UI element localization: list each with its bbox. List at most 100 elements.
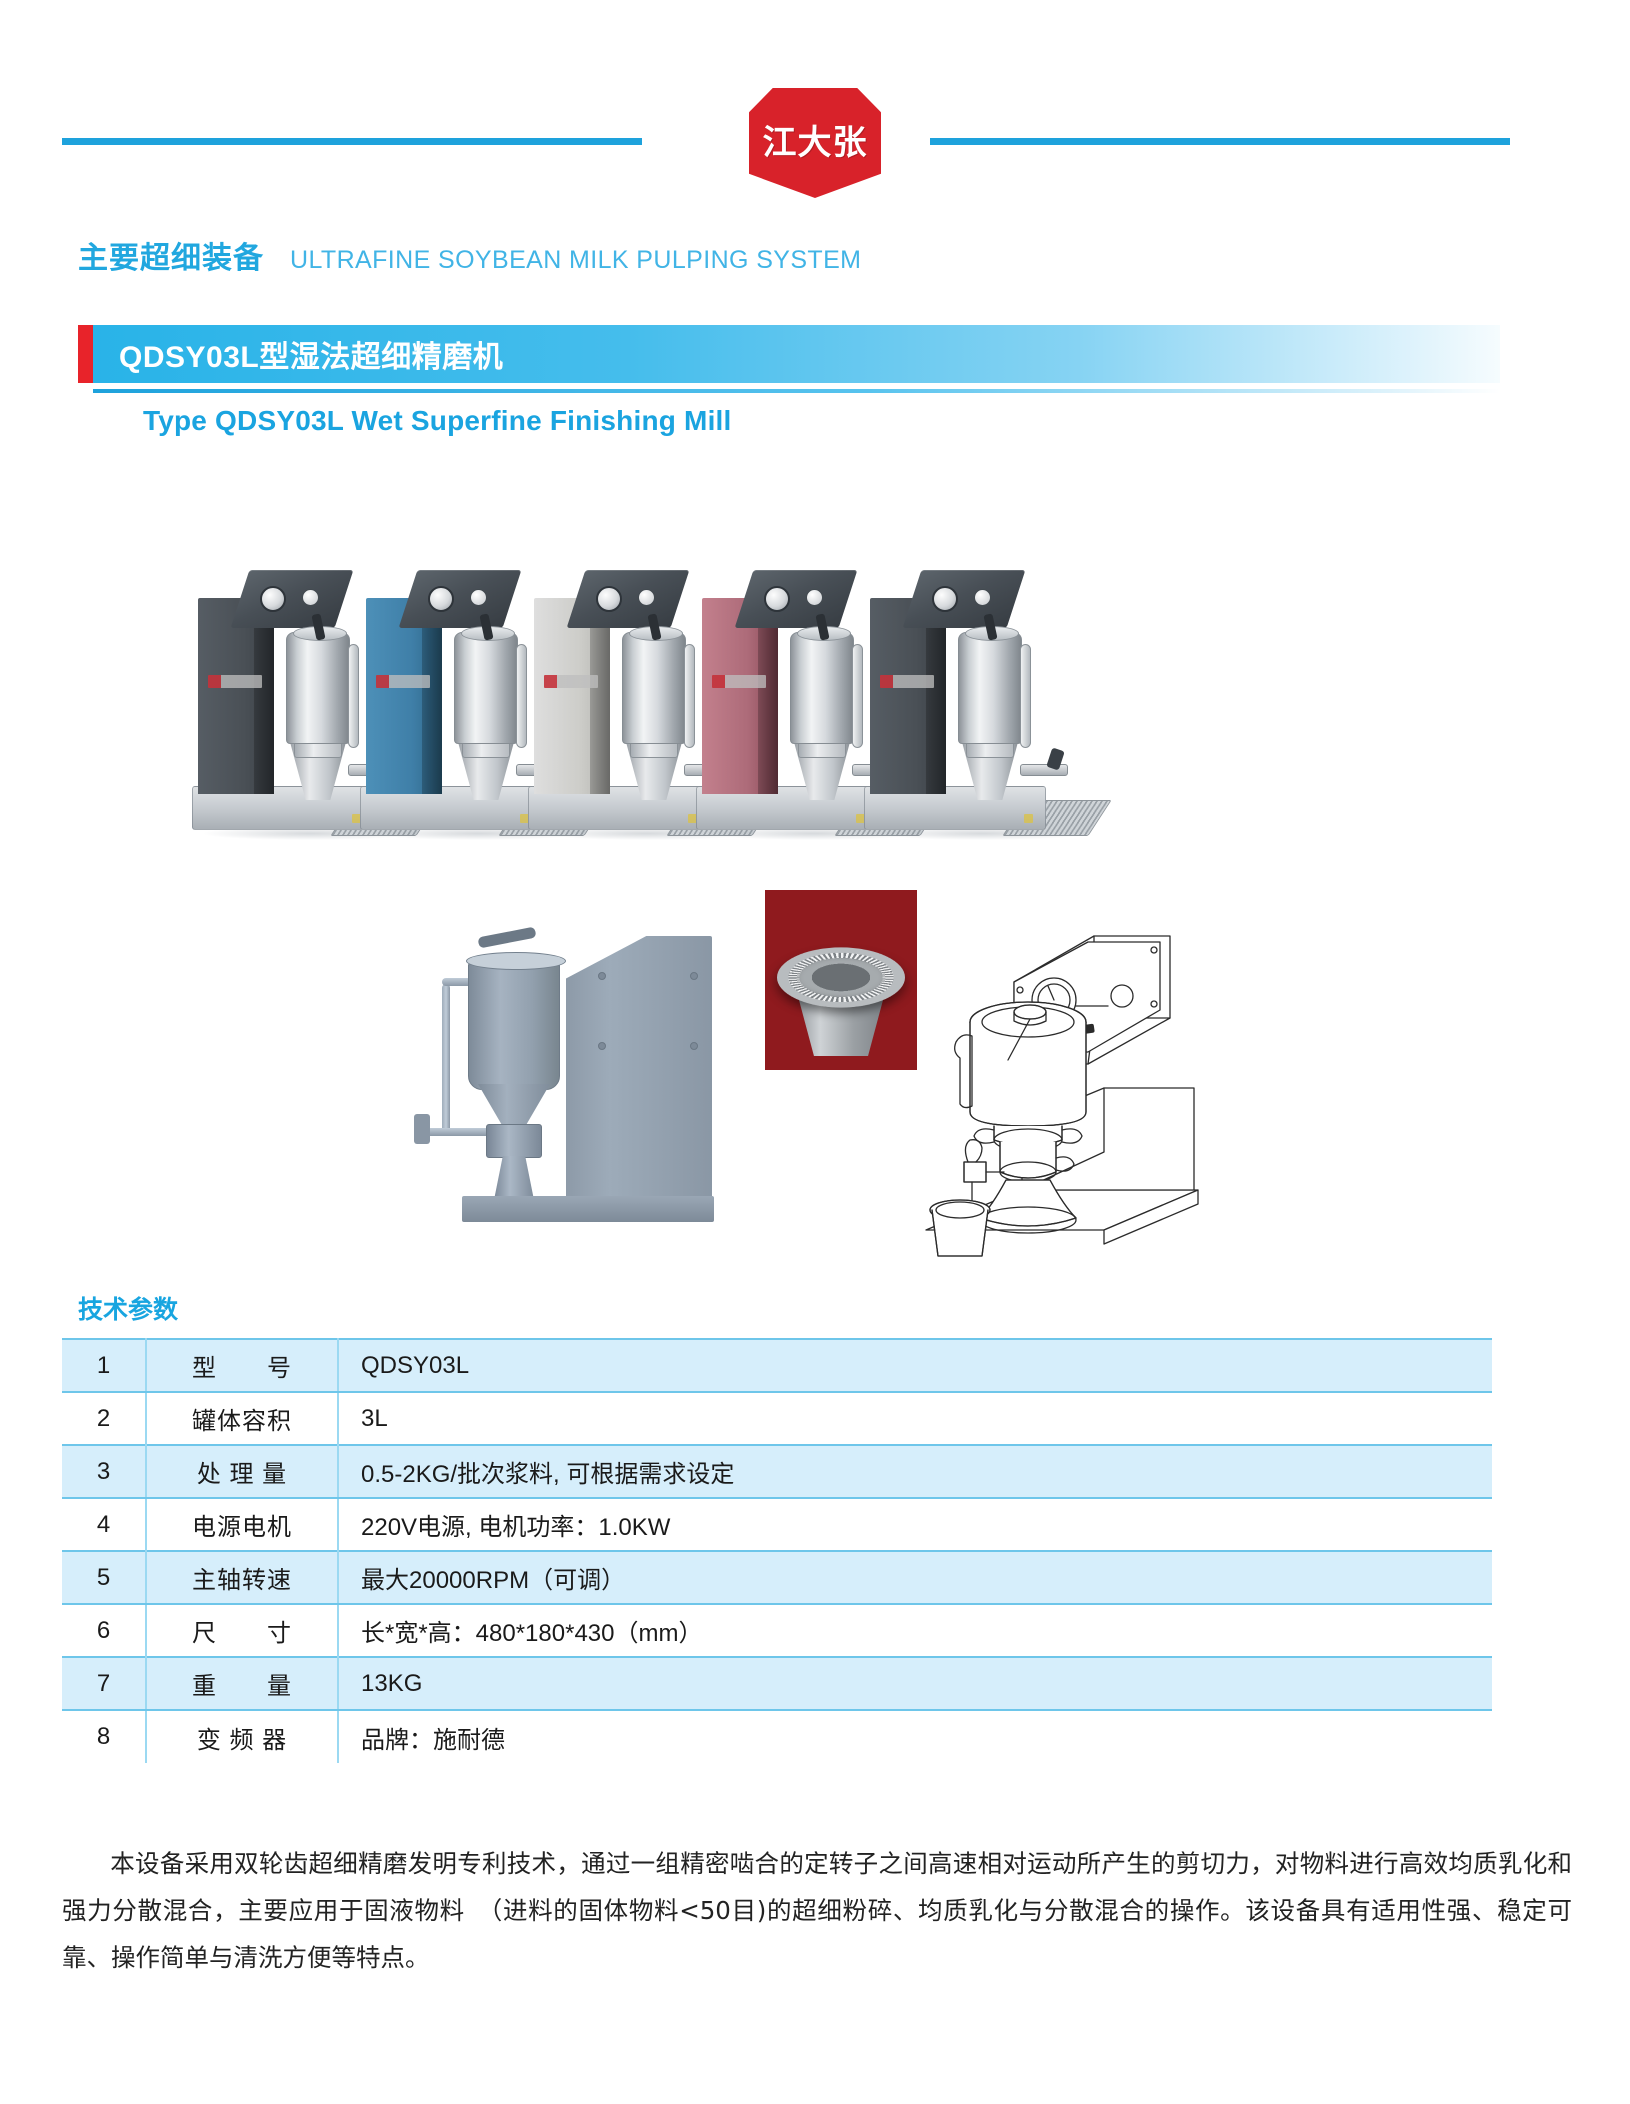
table-row: 7 重 量 13KG (62, 1656, 1492, 1711)
title-bar-body: QDSY03L型湿法超细精磨机 (93, 325, 1500, 383)
cad-screw (598, 972, 606, 980)
table-row: 2 罐体容积 3L (62, 1392, 1492, 1445)
speed-knob-icon (428, 586, 454, 612)
cad-cabinet (566, 936, 712, 1202)
mixing-vessel (622, 626, 686, 744)
table-row: 3 处 理 量 0.5-2KG/批次浆料, 可根据需求设定 (62, 1444, 1492, 1499)
table-row: 5 主轴转速 最大20000RPM（可调） (62, 1550, 1492, 1605)
row-value: 最大20000RPM（可调） (338, 1550, 1492, 1605)
mixing-vessel (454, 626, 518, 744)
cad-drain-tap (414, 1114, 430, 1144)
row-value: QDSY03L (338, 1338, 1492, 1393)
row-label: 变 频 器 (146, 1710, 339, 1763)
tech-params-heading: 技术参数 (78, 1296, 179, 1324)
row-value: 13KG (338, 1656, 1492, 1711)
machine-silver (526, 540, 776, 840)
row-value: 220V电源, 电机功率：1.0KW (338, 1498, 1492, 1551)
rotor-teeth (777, 947, 905, 1008)
masthead-rule-left (62, 138, 642, 145)
machine-column (870, 598, 946, 794)
power-button-icon (638, 589, 655, 606)
row-label: 重 量 (146, 1656, 339, 1711)
cad-side-view-image (414, 900, 740, 1250)
control-head (902, 570, 1026, 628)
cad-screw (598, 1042, 606, 1050)
power-button-icon (302, 589, 319, 606)
product-photo-row (190, 480, 1370, 840)
table-row: 6 尺 寸 长*宽*高：480*180*430（mm） (62, 1604, 1492, 1657)
brand-logo: 江大张 (749, 88, 881, 198)
mixing-vessel (958, 626, 1022, 744)
tech-params-table: 1 型 号 QDSY03L 2 罐体容积 3L 3 处 理 量 0.5-2KG/… (62, 1338, 1492, 1763)
row-index: 2 (62, 1392, 147, 1445)
vessel-handle (852, 644, 863, 748)
title-underline (93, 389, 1500, 393)
machine-column (702, 598, 778, 794)
detail-image-row (414, 890, 1210, 1260)
power-button-icon (974, 589, 991, 606)
vessel-handle (516, 644, 527, 748)
rotor-stator-photo (765, 890, 917, 1070)
mixing-vessel (790, 626, 854, 744)
description-text: 本设备采用双轮齿超细精磨发明专利技术，通过一组精密啮合的定转子之间高速相对运动所… (62, 1849, 1572, 1972)
control-head (734, 570, 858, 628)
machine-brand-decal (376, 675, 430, 688)
row-label: 处 理 量 (146, 1444, 339, 1499)
mixing-vessel (286, 626, 350, 744)
machine-brand-decal (880, 675, 934, 688)
title-accent-bar (78, 325, 93, 383)
machine-dark-gray-2 (862, 540, 1112, 840)
power-button-icon (806, 589, 823, 606)
row-index: 1 (62, 1338, 147, 1393)
masthead-rule-right (930, 138, 1510, 145)
row-value: 长*宽*高：480*180*430（mm） (338, 1604, 1492, 1657)
table-row: 1 型 号 QDSY03L (62, 1338, 1492, 1393)
control-head (230, 570, 354, 628)
vessel-handle (1020, 644, 1031, 748)
cad-tank (466, 952, 566, 1090)
speed-knob-icon (260, 586, 286, 612)
row-index: 6 (62, 1604, 147, 1657)
product-title-en: Type QDSY03L Wet Superfine Finishing Mil… (143, 405, 732, 436)
section-heading-en: ULTRAFINE SOYBEAN MILK PULPING SYSTEM (290, 246, 862, 274)
row-index: 7 (62, 1656, 147, 1711)
cad-lid-handle (477, 926, 537, 949)
cad-feed-pipe-top (442, 978, 478, 986)
cad-screw (690, 972, 698, 980)
table-row: 4 电源电机 220V电源, 电机功率：1.0KW (62, 1498, 1492, 1551)
cad-hopper (478, 1084, 550, 1126)
cad-motor (494, 1156, 534, 1200)
product-title-bar: QDSY03L型湿法超细精磨机 (78, 325, 1500, 383)
machine-brand-decal (208, 675, 262, 688)
vessel-handle (348, 644, 359, 748)
cad-base-plate (462, 1196, 714, 1222)
row-label: 电源电机 (146, 1498, 339, 1551)
row-label: 尺 寸 (146, 1604, 339, 1657)
brand-logo-text: 江大张 (762, 124, 868, 162)
masthead: 江大张 (0, 88, 1630, 198)
row-index: 5 (62, 1550, 147, 1605)
cad-screw (690, 1042, 698, 1050)
row-label: 主轴转速 (146, 1550, 339, 1605)
product-title-cn: QDSY03L型湿法超细精磨机 (119, 341, 504, 374)
row-value: 3L (338, 1392, 1492, 1445)
row-index: 4 (62, 1498, 147, 1551)
power-button-icon (470, 589, 487, 606)
line-drawing-svg (925, 935, 1199, 1257)
machine-dark-gray-1 (190, 540, 440, 840)
speed-knob-icon (596, 586, 622, 612)
cad-feed-pipe-horizontal (424, 1128, 498, 1136)
speed-knob-icon (932, 586, 958, 612)
speed-knob-icon (764, 586, 790, 612)
machine-column (534, 598, 610, 794)
machine-brand-decal (712, 675, 766, 688)
description-paragraph: 本设备采用双轮齿超细精磨发明专利技术，通过一组精密啮合的定转子之间高速相对运动所… (62, 1840, 1572, 1981)
row-value: 0.5-2KG/批次浆料, 可根据需求设定 (338, 1444, 1492, 1499)
row-label: 型 号 (146, 1338, 339, 1393)
row-value: 品牌：施耐德 (338, 1710, 1492, 1763)
line-drawing-image (908, 890, 1208, 1260)
control-head (566, 570, 690, 628)
cad-mill-housing (486, 1124, 542, 1158)
machine-column (366, 598, 442, 794)
